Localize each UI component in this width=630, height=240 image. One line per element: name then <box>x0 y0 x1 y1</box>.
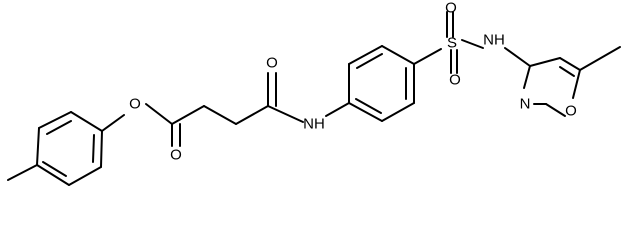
atom-label-sulfonyl-o-right: O <box>449 72 461 89</box>
atom-label-isoxazole-n: N <box>520 96 531 113</box>
atom-label-carbonyl-o-amide: O <box>266 55 278 72</box>
bond-chain-1 <box>171 105 205 125</box>
bond-s-nh <box>461 39 484 49</box>
isoxazole-ring <box>523 57 581 117</box>
bond-methyl-aryl <box>7 164 38 181</box>
bond-chain-2 <box>203 105 237 125</box>
bond-layer <box>7 11 621 186</box>
atom-label-sulfonyl-o-left: O <box>445 0 457 17</box>
bond-o-carbonyl <box>145 103 173 125</box>
bond-chain-3 <box>235 105 269 125</box>
atom-label-sulfonamide-nh: NH <box>483 32 505 49</box>
atom-label-isoxazole-o: O <box>565 103 577 120</box>
bond-aryl-o <box>101 114 125 132</box>
bond-nh-isoxazole <box>504 47 531 67</box>
atom-label-amide-nh: NH <box>303 116 325 133</box>
bond-aryl-s <box>413 48 442 65</box>
phenylene-ring <box>348 45 415 122</box>
bond-carbonyl-nh <box>267 105 304 123</box>
label-layer: O O O NH S O O NH N O <box>129 0 577 164</box>
structure-canvas: O O O NH S O O NH N O <box>7 0 621 186</box>
bond-nh-aryl <box>325 102 350 117</box>
atom-label-sulfur: S <box>447 35 457 52</box>
atom-label-ester-o: O <box>129 96 141 113</box>
atom-label-carbonyl-o-ester: O <box>170 147 182 164</box>
bond-methyl-isoxazole <box>579 46 621 71</box>
tolyl-ring <box>36 111 103 186</box>
